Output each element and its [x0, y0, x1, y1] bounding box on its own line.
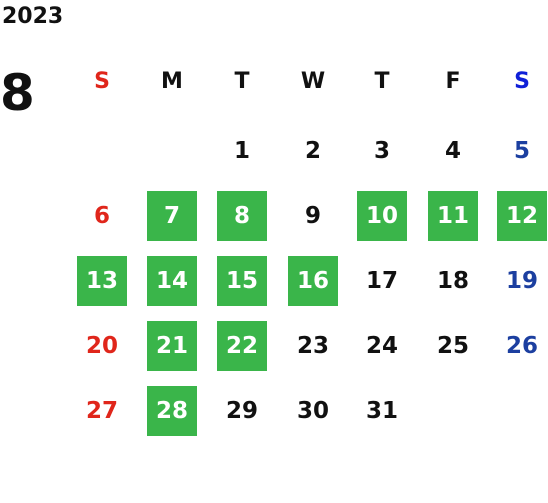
month-number: 8 [0, 64, 35, 122]
day-cell[interactable]: 27 [85, 398, 118, 424]
day-cell[interactable]: 19 [505, 268, 538, 294]
day-cell[interactable]: 1 [233, 138, 250, 164]
day-cell-highlighted[interactable]: 8 [217, 191, 267, 241]
year-label: 2023 [2, 4, 64, 29]
day-cell[interactable]: 31 [365, 398, 398, 424]
weekday-header: T [234, 68, 250, 94]
day-cell-highlighted[interactable]: 13 [77, 256, 127, 306]
day-cell[interactable]: 4 [444, 138, 461, 164]
day-cell[interactable]: 20 [85, 333, 118, 359]
weekday-header: F [445, 68, 461, 94]
day-cell[interactable]: 6 [93, 203, 110, 229]
weekday-header: S [94, 68, 110, 94]
day-cell[interactable]: 30 [296, 398, 329, 424]
day-cell[interactable]: 25 [436, 333, 469, 359]
weekday-header: T [374, 68, 390, 94]
day-cell-highlighted[interactable]: 16 [288, 256, 338, 306]
day-cell-highlighted[interactable]: 12 [497, 191, 547, 241]
weekday-header: W [300, 68, 326, 94]
day-cell-highlighted[interactable]: 15 [217, 256, 267, 306]
weekday-header: S [514, 68, 530, 94]
day-cell[interactable]: 2 [304, 138, 321, 164]
day-cell-highlighted[interactable]: 7 [147, 191, 197, 241]
day-cell[interactable]: 18 [436, 268, 469, 294]
weekday-header: M [161, 68, 183, 94]
day-cell[interactable]: 9 [304, 203, 321, 229]
day-cell-highlighted[interactable]: 11 [428, 191, 478, 241]
day-cell[interactable]: 24 [365, 333, 398, 359]
day-cell-highlighted[interactable]: 14 [147, 256, 197, 306]
day-cell[interactable]: 3 [373, 138, 390, 164]
day-cell-highlighted[interactable]: 10 [357, 191, 407, 241]
day-cell-highlighted[interactable]: 22 [217, 321, 267, 371]
day-cell[interactable]: 26 [505, 333, 538, 359]
day-cell[interactable]: 23 [296, 333, 329, 359]
day-cell[interactable]: 29 [225, 398, 258, 424]
day-cell[interactable]: 17 [365, 268, 398, 294]
day-cell[interactable]: 5 [513, 138, 530, 164]
day-cell-highlighted[interactable]: 21 [147, 321, 197, 371]
day-cell-highlighted[interactable]: 28 [147, 386, 197, 436]
